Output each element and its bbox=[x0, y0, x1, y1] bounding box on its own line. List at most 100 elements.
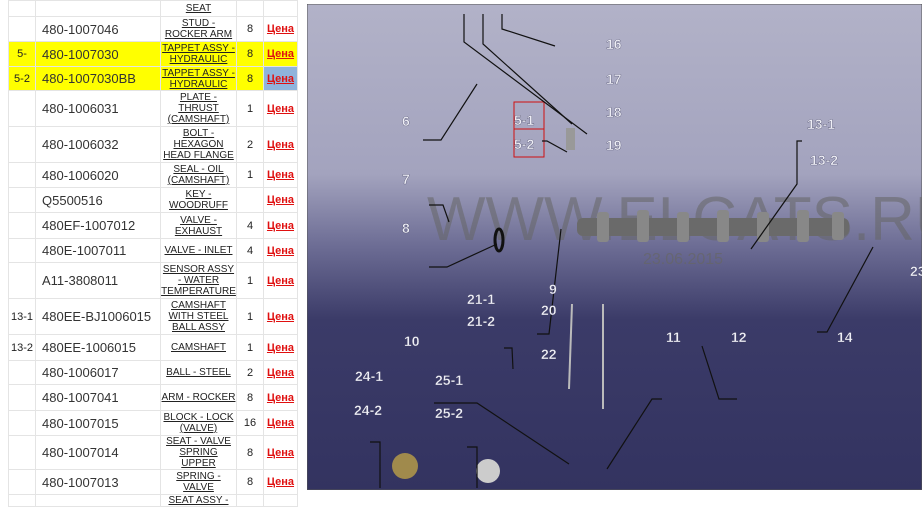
quantity-cell: 2 bbox=[236, 360, 264, 385]
part-name-link[interactable]: SENSOR ASSY - WATER TEMPERATURE bbox=[160, 262, 237, 299]
callout-label[interactable]: 9 bbox=[549, 281, 557, 297]
price-link[interactable]: Цена bbox=[266, 244, 295, 257]
quantity-cell: 8 bbox=[236, 384, 264, 411]
part-number-cell: 480-1006032 bbox=[35, 126, 161, 163]
price-link[interactable]: Цена bbox=[266, 48, 295, 60]
part-name-link[interactable]: VALVE - EXHAUST bbox=[160, 212, 237, 239]
price-link[interactable]: Цена bbox=[266, 417, 295, 429]
part-name-link[interactable]: KEY - WOODRUFF bbox=[160, 187, 237, 213]
price-link[interactable]: Цена bbox=[266, 274, 295, 287]
price-link[interactable]: Цена bbox=[266, 476, 295, 488]
price-link[interactable]: Цена bbox=[266, 219, 295, 232]
callout-label[interactable]: 10 bbox=[404, 333, 420, 349]
part-name-link[interactable]: ARM - ROCKER bbox=[160, 384, 237, 411]
position-cell bbox=[8, 162, 36, 188]
callout-label[interactable]: 25-2 bbox=[435, 405, 464, 421]
part-name-link[interactable]: CAMSHAFT bbox=[160, 334, 237, 361]
position-cell bbox=[8, 435, 36, 470]
part-name-link[interactable]: SPRING - VALVE bbox=[160, 469, 237, 495]
price-link[interactable]: Цена bbox=[266, 138, 295, 151]
part-name-link[interactable]: SEAL - OIL (CAMSHAFT) bbox=[160, 162, 237, 188]
price-cell: Цена bbox=[263, 298, 298, 335]
price-link[interactable]: Цена bbox=[266, 102, 295, 115]
price-link[interactable]: Цена bbox=[266, 72, 295, 85]
price-cell: Цена bbox=[263, 41, 298, 67]
price-link[interactable]: Цена bbox=[266, 310, 295, 323]
callout-label[interactable]: 11 bbox=[666, 329, 681, 345]
callout-label[interactable]: 24-2 bbox=[354, 402, 383, 418]
price-link[interactable]: Цена bbox=[266, 23, 295, 35]
callout-label[interactable]: 6 bbox=[402, 113, 410, 129]
table-row: SEAT ASSY - bbox=[8, 494, 298, 507]
price-cell: Цена bbox=[263, 469, 298, 495]
valve-seat-24 bbox=[392, 453, 418, 479]
callout-label[interactable]: 21-1 bbox=[467, 291, 496, 307]
part-name-link[interactable]: SEAT ASSY - bbox=[160, 494, 237, 507]
quantity-cell: 8 bbox=[236, 16, 264, 42]
price-cell: Цена bbox=[263, 238, 298, 263]
callout-label[interactable]: 12 bbox=[731, 329, 747, 345]
position-cell bbox=[8, 494, 36, 507]
part-name-link[interactable]: SEAT - VALVE SPRING UPPER bbox=[160, 435, 237, 470]
price-link[interactable]: Цена bbox=[266, 194, 295, 206]
price-link[interactable]: Цена bbox=[266, 341, 295, 354]
part-number-cell: 480-1007030 bbox=[35, 41, 161, 67]
callout-label[interactable]: 14 bbox=[837, 329, 853, 345]
callout-label[interactable]: 17 bbox=[606, 71, 622, 87]
part-name-link[interactable]: CAMSHAFT WITH STEEL BALL ASSY bbox=[160, 298, 237, 335]
price-cell: Цена bbox=[263, 212, 298, 239]
part-number-cell: 480-1007014 bbox=[35, 435, 161, 470]
callout-label[interactable]: 8 bbox=[402, 220, 410, 236]
part-name-link[interactable]: SEAT bbox=[160, 0, 237, 17]
quantity-cell: 1 bbox=[236, 298, 264, 335]
price-link[interactable]: Цена bbox=[266, 169, 295, 181]
callout-label[interactable]: 19 bbox=[606, 137, 622, 153]
quantity-cell: 8 bbox=[236, 469, 264, 495]
callout-label[interactable]: 5-1 bbox=[514, 112, 535, 128]
part-number-cell: Q5500516 bbox=[35, 187, 161, 213]
callout-label[interactable]: 7 bbox=[402, 171, 410, 187]
part-number-cell bbox=[35, 494, 161, 507]
part-name-link[interactable]: TAPPET ASSY - HYDRAULIC bbox=[160, 66, 237, 91]
quantity-cell: 1 bbox=[236, 162, 264, 188]
quantity-cell: 1 bbox=[236, 90, 264, 127]
price-link[interactable]: Цена bbox=[266, 366, 295, 379]
quantity-cell: 1 bbox=[236, 262, 264, 299]
part-name-link[interactable]: BALL - STEEL bbox=[160, 360, 237, 385]
position-cell bbox=[8, 469, 36, 495]
part-name-link[interactable]: PLATE - THRUST (CAMSHAFT) bbox=[160, 90, 237, 127]
callout-label[interactable]: 25-1 bbox=[435, 372, 464, 388]
callout-label[interactable]: 5-2 bbox=[514, 136, 535, 152]
quantity-cell bbox=[236, 494, 264, 507]
quantity-cell: 1 bbox=[236, 334, 264, 361]
part-name-link[interactable]: VALVE - INLET bbox=[160, 238, 237, 263]
callout-label[interactable]: 22 bbox=[541, 346, 557, 362]
price-link[interactable]: Цена bbox=[266, 391, 295, 404]
part-number-cell: 480-1007030BB bbox=[35, 66, 161, 91]
callout-label[interactable]: 23 bbox=[910, 263, 922, 279]
callout-label[interactable]: 13-2 bbox=[810, 152, 839, 168]
price-link[interactable]: Цена bbox=[266, 446, 295, 459]
part-number-cell: 480-1007046 bbox=[35, 16, 161, 42]
part-name-link[interactable]: BLOCK - LOCK (VALVE) bbox=[160, 410, 237, 436]
callout-label[interactable]: 24-1 bbox=[355, 368, 384, 384]
callout-label[interactable]: 21-2 bbox=[467, 313, 496, 329]
part-name-link[interactable]: BOLT - HEXAGON HEAD FLANGE bbox=[160, 126, 237, 163]
quantity-cell: 8 bbox=[236, 41, 264, 67]
position-cell: 13-2 bbox=[8, 334, 36, 361]
part-name-link[interactable]: TAPPET ASSY - HYDRAULIC bbox=[160, 41, 237, 67]
position-cell bbox=[8, 262, 36, 299]
callout-label[interactable]: 13-1 bbox=[807, 116, 836, 132]
callout-label[interactable]: 20 bbox=[541, 302, 557, 318]
callout-label[interactable]: 16 bbox=[606, 36, 622, 52]
quantity-cell: 4 bbox=[236, 238, 264, 263]
quantity-cell: 2 bbox=[236, 126, 264, 163]
part-name-link[interactable]: STUD - ROCKER ARM bbox=[160, 16, 237, 42]
callout-label[interactable]: 18 bbox=[606, 104, 622, 120]
